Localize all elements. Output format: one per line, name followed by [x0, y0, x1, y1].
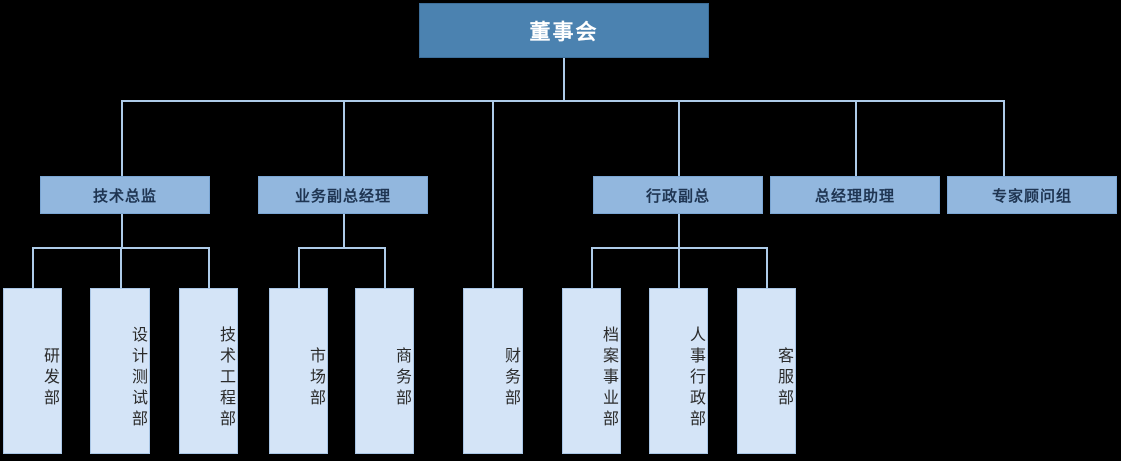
connector-admin-to-archive-div: [591, 247, 593, 288]
node-tech-director[interactable]: 技术总监: [40, 176, 210, 214]
connector-biz-vp-bus: [298, 247, 385, 249]
node-archive-div[interactable]: 档案事业部: [562, 288, 621, 454]
node-market-dept[interactable]: 市场部: [269, 288, 328, 454]
node-design-test-dept-label: 设计测试部: [129, 325, 146, 431]
connector-admin-to-hr-admin-dept: [678, 247, 680, 288]
node-finance-dept-label: 财务部: [502, 346, 519, 410]
node-expert-group-label: 专家顾问组: [991, 187, 1072, 205]
node-archive-div-label: 档案事业部: [600, 325, 617, 431]
connector-biz-to-commerce-dept: [384, 247, 386, 288]
node-biz-vp[interactable]: 业务副总经理: [258, 176, 428, 214]
connector-bus-to-tech-director: [121, 100, 123, 176]
node-commerce-dept[interactable]: 商务部: [355, 288, 414, 454]
node-commerce-dept-label: 商务部: [393, 346, 410, 410]
connector-bus-to-finance-dept: [492, 100, 494, 288]
connector-bus-to-admin-vp: [678, 100, 680, 176]
node-board[interactable]: 董事会: [419, 3, 709, 58]
node-tech-eng-dept[interactable]: 技术工程部: [179, 288, 238, 454]
node-tech-eng-dept-label: 技术工程部: [217, 325, 234, 431]
node-gm-assistant-label: 总经理助理: [814, 187, 895, 205]
connector-tech-to-tech-eng-dept: [208, 247, 210, 288]
connector-bus-to-biz-vp: [343, 100, 345, 176]
node-biz-vp-label: 业务副总经理: [294, 187, 391, 205]
node-admin-vp[interactable]: 行政副总: [593, 176, 763, 214]
node-hr-admin-dept[interactable]: 人事行政部: [649, 288, 708, 454]
node-tech-director-label: 技术总监: [92, 187, 157, 205]
node-finance-dept[interactable]: 财务部: [463, 288, 523, 454]
connector-admin-vp-drop: [678, 213, 680, 247]
connector-biz-vp-drop: [343, 213, 345, 247]
connector-tech-to-design-test-dept: [120, 247, 122, 288]
node-service-dept[interactable]: 客服部: [737, 288, 796, 454]
connector-bus-to-gm-assistant: [855, 100, 857, 176]
node-admin-vp-label: 行政副总: [645, 187, 710, 205]
node-rd-dept[interactable]: 研发部: [3, 288, 62, 454]
connector-biz-to-market-dept: [298, 247, 300, 288]
connector-tech-director-drop: [121, 213, 123, 247]
node-service-dept-label: 客服部: [775, 346, 792, 410]
connector-bus-to-expert-group: [1003, 100, 1005, 176]
node-gm-assistant[interactable]: 总经理助理: [770, 176, 940, 214]
node-market-dept-label: 市场部: [307, 346, 324, 410]
node-design-test-dept[interactable]: 设计测试部: [90, 288, 150, 454]
node-rd-dept-label: 研发部: [41, 346, 58, 410]
node-hr-admin-dept-label: 人事行政部: [687, 325, 704, 431]
connector-tech-to-rd-dept: [32, 247, 34, 288]
connector-main-bus: [121, 100, 1004, 102]
node-expert-group[interactable]: 专家顾问组: [947, 176, 1117, 214]
node-board-label: 董事会: [529, 20, 599, 44]
connector-root-drop: [563, 58, 565, 102]
connector-admin-to-service-dept: [766, 247, 768, 288]
